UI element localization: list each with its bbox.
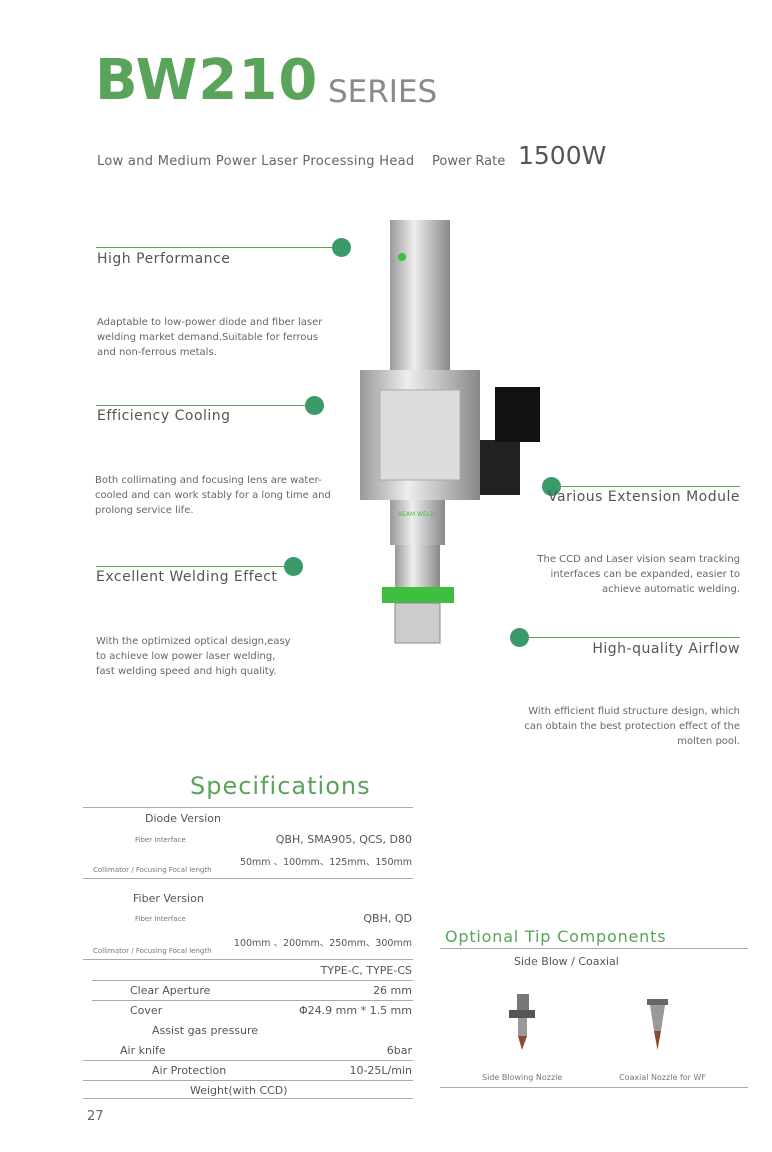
side-blowing-nozzle-image: [509, 994, 535, 1050]
feature-dot-icon: [542, 477, 561, 496]
divider: [83, 807, 413, 808]
feature-desc: The CCD and Laser vision seam tracking i…: [537, 554, 740, 595]
model-title: BW210: [95, 48, 319, 113]
feature-line: [526, 637, 740, 638]
subtitle: Low and Medium Power Laser Processing He…: [97, 154, 415, 169]
divider: [92, 980, 413, 981]
feature-title: Efficiency Cooling: [97, 408, 231, 424]
nozzle-label: Side Blowing Nozzle: [482, 1073, 563, 1082]
spec-value: QBH, QD: [363, 912, 412, 925]
fiber-heading: Fiber Version: [133, 892, 204, 905]
feature-title: High Performance: [97, 251, 231, 267]
nozzle-label: Coaxial Nozzle for WF: [619, 1073, 707, 1082]
spec-label: Air knife: [120, 1044, 166, 1057]
divider: [83, 1098, 413, 1099]
spec-value: TYPE-C, TYPE-CS: [320, 964, 412, 977]
spec-label: Fiber Interface: [135, 836, 186, 844]
feature-line: [558, 486, 740, 487]
page-number: 27: [87, 1109, 104, 1124]
divider: [440, 1087, 748, 1088]
divider: [83, 1080, 413, 1081]
feature-line: [96, 247, 336, 248]
divider: [92, 1000, 413, 1001]
feature-line: [96, 566, 286, 567]
feature-desc: Adaptable to low-power diode and fiber l…: [97, 317, 323, 358]
laser-head-illustration: BEAM WELD: [360, 220, 540, 644]
spec-label: Weight(with CCD): [190, 1084, 288, 1097]
divider: [83, 878, 413, 879]
feature-line: [96, 405, 308, 406]
feature-desc: With the optimized optical design,easy t…: [96, 636, 291, 677]
product-logo-text: BEAM WELD: [398, 511, 435, 518]
power-label: Power Rate: [432, 154, 506, 169]
spec-label: Collimator / Focusing Focal length: [93, 866, 212, 874]
spec-value: Φ24.9 mm * 1.5 mm: [299, 1004, 412, 1017]
spec-label: Air Protection: [152, 1064, 227, 1077]
spec-value: 100mm 、200mm、250mm、300mm: [233, 938, 412, 949]
coaxial-nozzle-image: [647, 999, 668, 1050]
feature-dot-icon: [305, 396, 324, 415]
spec-value: 10-25L/min: [349, 1064, 412, 1077]
spec-label: Assist gas pressure: [152, 1024, 259, 1037]
optional-subtitle: Side Blow / Coaxial: [514, 955, 619, 968]
spec-label: Collimator / Focusing Focal length: [93, 947, 212, 955]
spec-value: 50mm 、100mm、125mm、150mm: [239, 857, 412, 868]
divider: [83, 959, 413, 960]
feature-dot-icon: [332, 238, 351, 257]
feature-title: Excellent Welding Effect: [96, 569, 278, 585]
optional-title: Optional Tip Components: [445, 927, 667, 946]
power-value: 1500W: [518, 141, 607, 170]
spec-label: Cover: [130, 1004, 163, 1017]
spec-value: QBH, SMA905, QCS, D80: [275, 833, 412, 846]
specifications-title: Specifications: [190, 772, 371, 800]
divider: [83, 1060, 413, 1061]
spec-label: Fiber Interface: [135, 915, 186, 923]
series-label: SERIES: [328, 74, 438, 110]
diode-heading: Diode Version: [145, 812, 221, 825]
feature-dot-icon: [284, 557, 303, 576]
spec-value: 26 mm: [373, 984, 412, 997]
divider: [440, 948, 748, 949]
spec-value: 6bar: [386, 1044, 412, 1057]
feature-desc: With efficient fluid structure design, w…: [524, 706, 740, 747]
feature-title: Various Extension Module: [548, 489, 740, 505]
feature-dot-icon: [510, 628, 529, 647]
feature-title: High-quality Airflow: [592, 641, 740, 657]
feature-desc: Both collimating and focusing lens are w…: [95, 475, 331, 516]
spec-label: Clear Aperture: [130, 984, 211, 997]
